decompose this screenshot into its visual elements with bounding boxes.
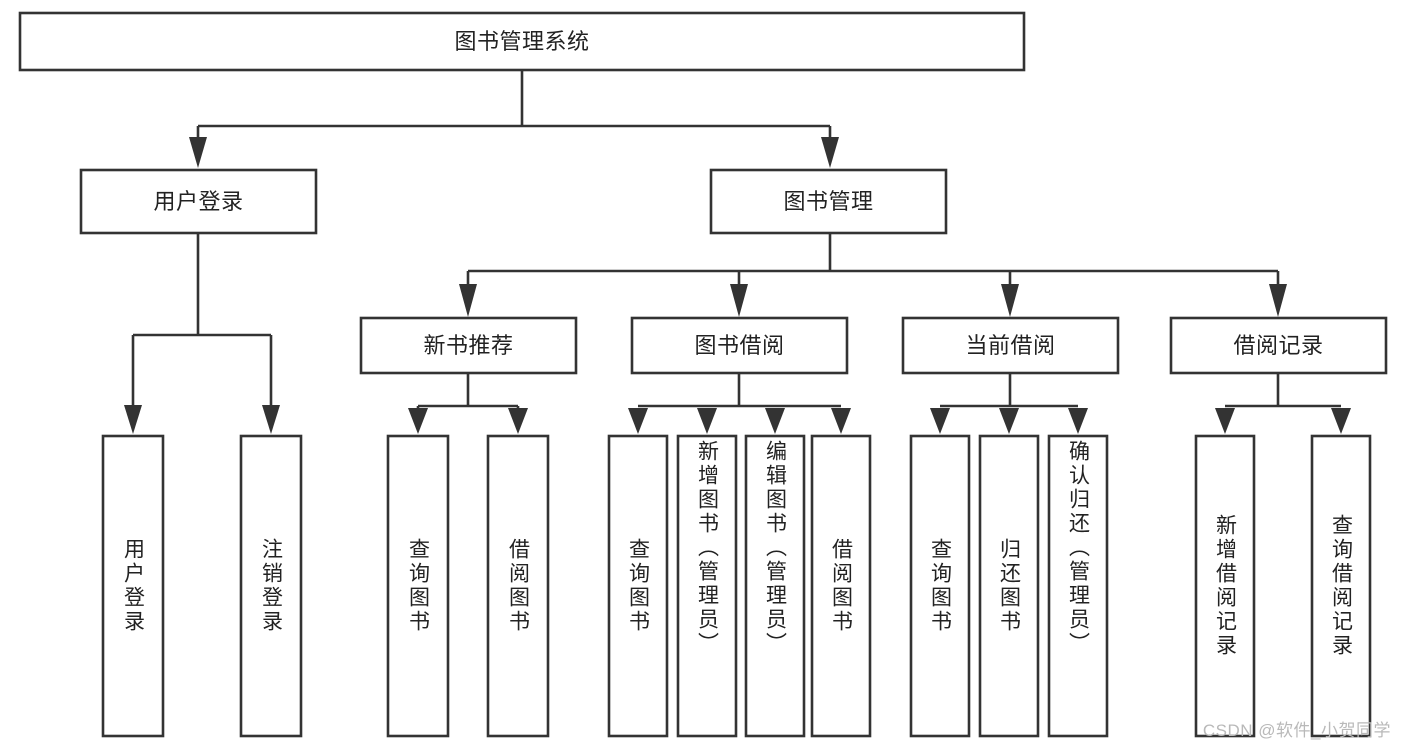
node-box-leaf-edit-book[interactable] (744, 434, 806, 738)
node-box-current-borrow[interactable] (901, 316, 1120, 375)
node-box-leaf-add-record[interactable] (1194, 434, 1256, 738)
node-box-book-borrow[interactable] (630, 316, 849, 375)
arrow-head-new-book-recommend (459, 284, 477, 317)
arrow-head-leaf-borrow-book-1 (508, 408, 528, 434)
arrow-head-leaf-return-book (999, 408, 1019, 434)
node-box-new-book-recommend[interactable] (359, 316, 578, 375)
watermark-text: CSDN @软件_小贺同学 (1202, 721, 1391, 740)
arrow-head-current-borrow (1001, 284, 1019, 317)
arrow-head-leaf-query-book-1 (408, 408, 428, 434)
node-box-leaf-return-book[interactable] (978, 434, 1040, 738)
arrow-head-leaf-add-book (697, 408, 717, 434)
arrow-head-leaf-query-book-3 (930, 408, 950, 434)
node-box-leaf-query-book-2[interactable] (607, 434, 669, 738)
arrow-head-leaf-query-book-2 (628, 408, 648, 434)
arrow-head-borrow-records (1269, 284, 1287, 317)
arrow-head-leaf-query-record (1331, 408, 1351, 434)
node-box-leaf-confirm-return[interactable] (1047, 434, 1109, 738)
arrow-head-user-login (189, 137, 207, 168)
node-box-leaf-query-book-3[interactable] (909, 434, 971, 738)
arrow-head-leaf-borrow-book-2 (831, 408, 851, 434)
node-box-leaf-borrow-book-1[interactable] (486, 434, 550, 738)
arrow-head-leaf-edit-book (765, 408, 785, 434)
node-box-user-login[interactable] (79, 168, 318, 235)
node-box-borrow-records[interactable] (1169, 316, 1388, 375)
node-box-root[interactable] (18, 11, 1026, 72)
node-box-leaf-query-book-1[interactable] (386, 434, 450, 738)
arrow-head-leaf-user-login (124, 405, 142, 434)
node-box-leaf-add-book[interactable] (676, 434, 738, 738)
arrow-head-leaf-confirm-return (1068, 408, 1088, 434)
arrow-head-book-borrow (730, 284, 748, 317)
node-box-book-management[interactable] (709, 168, 948, 235)
node-box-leaf-query-record[interactable] (1310, 434, 1372, 738)
node-box-leaf-user-logout[interactable] (239, 434, 303, 738)
arrow-head-book-management (821, 137, 839, 168)
node-box-leaf-borrow-book-2[interactable] (810, 434, 872, 738)
arrow-head-leaf-user-logout (262, 405, 280, 434)
node-box-leaf-user-login[interactable] (101, 434, 165, 738)
arrow-head-leaf-add-record (1215, 408, 1235, 434)
